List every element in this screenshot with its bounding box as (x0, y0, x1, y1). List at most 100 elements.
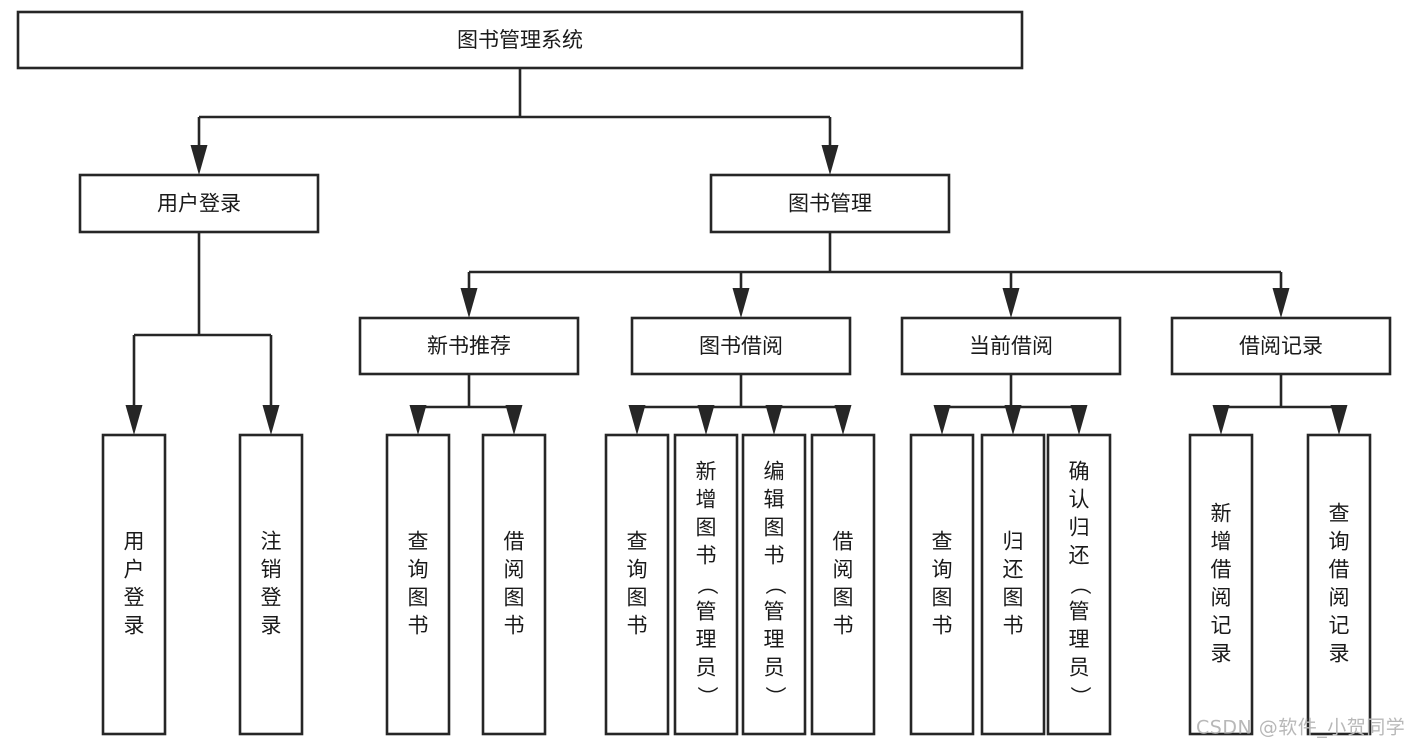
node-label-char: 录 (124, 614, 145, 638)
node-label-char: 书 (764, 544, 785, 568)
node-label-char: 还 (1069, 544, 1090, 568)
level3-node-new-book-rec[interactable]: 新书推荐 (358, 316, 580, 376)
node-box[interactable] (385, 433, 451, 736)
node-label-char: ） (763, 686, 787, 707)
node-label-char: （ (1068, 574, 1092, 595)
node-box[interactable] (1188, 433, 1254, 736)
node-box[interactable] (909, 433, 975, 736)
node-box[interactable] (673, 433, 739, 736)
node-label-char: 增 (696, 488, 717, 512)
level3-node-current-borrow[interactable]: 当前借阅 (900, 316, 1122, 376)
node-box[interactable] (16, 10, 1024, 70)
node-label-char: （ (695, 574, 719, 595)
node-box[interactable] (1306, 433, 1372, 736)
node-box[interactable] (358, 316, 580, 376)
node-box[interactable] (604, 433, 670, 736)
node-label-char: 书 (504, 614, 525, 638)
node-label-char: 图 (932, 586, 953, 610)
node-label-char: 新 (696, 460, 717, 484)
node-label: 图书管理 (788, 192, 872, 216)
node-label-char: 增 (1211, 530, 1232, 554)
node-label-char: 员 (1069, 656, 1090, 680)
node-label-char: 理 (764, 628, 785, 652)
node-box[interactable] (1170, 316, 1392, 376)
connector-bus-borrow-record (1212, 374, 1348, 435)
node-label-char: 阅 (1211, 586, 1232, 610)
arrow-head-icon (1004, 405, 1022, 435)
arrow-head-icon (732, 288, 750, 318)
node-label-char: 管 (696, 600, 717, 624)
node-label-char: 确 (1069, 460, 1090, 484)
node-label-char: 管 (764, 600, 785, 624)
node-label-char: 录 (1211, 642, 1232, 666)
node-label-char: 查 (1329, 502, 1350, 526)
node-label-char: 询 (1329, 530, 1350, 554)
node-label-char: 借 (833, 530, 854, 554)
node-box[interactable] (741, 433, 807, 736)
arrow-head-icon (697, 405, 715, 435)
node-label-char: 注 (261, 530, 282, 554)
node-label-char: （ (763, 574, 787, 595)
level3-node-book-borrow[interactable]: 图书借阅 (630, 316, 852, 376)
csdn-watermark: CSDN @软件_小贺同学 (1196, 717, 1405, 739)
root-node-root[interactable]: 图书管理系统 (16, 10, 1024, 70)
node-label: 图书借阅 (699, 334, 783, 358)
node-label-char: 销 (261, 558, 282, 582)
node-label-char: 图 (408, 586, 429, 610)
node-label-char: 询 (627, 558, 648, 582)
node-box[interactable] (238, 433, 304, 736)
node-label-char: 编 (764, 460, 785, 484)
arrow-head-icon (190, 145, 208, 175)
node-label-char: 归 (1003, 530, 1024, 554)
node-label-char: 书 (408, 614, 429, 638)
node-label-char: 管 (1069, 600, 1090, 624)
node-label-char: 借 (1211, 558, 1232, 582)
node-box[interactable] (78, 173, 320, 234)
connector-bus-book-borrow (628, 374, 852, 435)
level3-node-borrow-record[interactable]: 借阅记录 (1170, 316, 1392, 376)
leaf-node-leaf-user-login[interactable]: 用户登录 (101, 433, 167, 736)
node-box[interactable] (810, 433, 876, 736)
arrow-head-icon (1070, 405, 1088, 435)
node-label-char: 图 (627, 586, 648, 610)
node-box[interactable] (900, 316, 1122, 376)
node-box[interactable] (709, 173, 951, 234)
node-label-char: 借 (1329, 558, 1350, 582)
level2-node-book-manage[interactable]: 图书管理 (709, 173, 951, 234)
arrow-head-icon (262, 405, 280, 435)
node-label-char: 借 (504, 530, 525, 554)
node-label: 图书管理系统 (457, 28, 583, 52)
connector-bus-current-borrow (933, 374, 1088, 435)
node-label-char: 查 (408, 530, 429, 554)
nodes-layer: 图书管理系统用户登录图书管理新书推荐图书借阅当前借阅借阅记录用户登录注销登录查询… (16, 10, 1392, 736)
arrow-head-icon (505, 405, 523, 435)
node-box[interactable] (101, 433, 167, 736)
arrow-head-icon (821, 145, 839, 175)
node-box[interactable] (980, 433, 1046, 736)
arrow-head-icon (460, 288, 478, 318)
node-box[interactable] (1046, 433, 1112, 736)
node-box[interactable] (481, 433, 547, 736)
level2-node-user-login[interactable]: 用户登录 (78, 173, 320, 234)
connector-bus-root (190, 68, 839, 175)
node-label-char: 书 (696, 544, 717, 568)
node-label-char: 询 (408, 558, 429, 582)
node-label-char: 户 (124, 558, 145, 582)
node-box[interactable] (630, 316, 852, 376)
arrow-head-icon (765, 405, 783, 435)
watermark-layer: CSDN @软件_小贺同学 (1196, 717, 1405, 739)
node-label-char: 阅 (833, 558, 854, 582)
